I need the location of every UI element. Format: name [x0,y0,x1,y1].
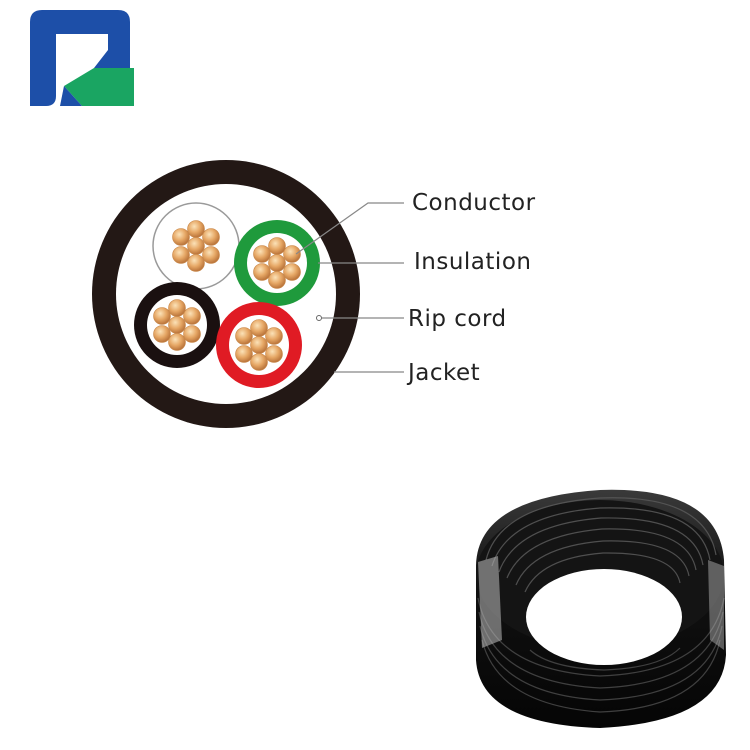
cable-cross-section [92,160,360,428]
conductor-strands [172,220,220,272]
core-red [216,302,302,388]
leader-lines [295,202,404,373]
cable-coil-icon [476,489,726,728]
coil-tie-left [478,556,502,648]
core-black [134,282,220,368]
core-white [152,202,240,290]
leader-conductor [295,202,404,255]
core-green [234,220,320,306]
company-logo-icon [30,10,134,106]
rip-cord [316,315,322,321]
coil-tie-right [708,560,724,650]
